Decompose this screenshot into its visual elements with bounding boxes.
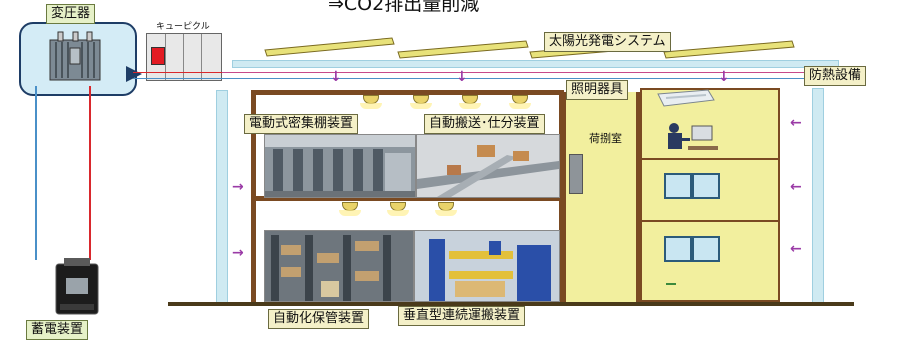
loading-room-divider [636,92,640,302]
office-window-4 [692,236,720,262]
heat-arrow-down-1: ↓ [330,69,342,85]
office-green-marker [666,283,676,285]
heat-arrow-left-3: ← [790,241,802,257]
light-fixture-6 [387,202,409,216]
office-window-2 [692,173,720,199]
light-fixture-4 [509,95,531,109]
light-fixture-3 [459,95,481,109]
auto-storage-photo [264,230,414,302]
loading-room-door [569,154,583,194]
auto-storage-label: 自動化保管装置 [268,309,370,329]
loading-room [564,92,636,302]
storage-battery-icon [52,256,102,318]
power-line-magenta-horizontal [222,72,812,73]
heat-arrow-left-1: ← [790,115,802,131]
auto-conveying-photo [416,134,560,198]
roof-insulation-panel [232,60,839,68]
light-fixture-5 [339,202,361,216]
power-line-red-horizontal [133,72,245,73]
dense-shelving-photo [264,134,416,198]
vertical-conveyor-label: 垂直型連続運搬装置 [398,306,526,326]
left-insulation-pillar [216,90,228,304]
dense-shelving-label: 電動式密集棚装置 [244,114,359,134]
auto-conveying-label: 自動搬送･仕分装置 [424,114,545,134]
office-window-3 [664,236,692,262]
cubicle-label: キューピクル [156,22,210,32]
office-floor-line-2 [642,220,778,222]
light-fixture-1 [360,95,382,109]
heat-arrow-left-2: ← [790,179,802,195]
office-floor-line-1 [642,158,778,160]
loading-room-label: 荷捌室 [589,132,622,145]
heat-arrow-right-1: → [232,179,244,195]
storage-battery-label: 蓄電装置 [26,320,89,340]
office-window-1 [664,173,692,199]
heat-arrow-right-2: → [232,245,244,261]
light-fixture-2 [410,95,432,109]
ceiling-light-icon [656,88,716,108]
lighting-label: 照明器具 [566,80,629,100]
power-line-blue-horizontal [133,78,823,79]
heat-arrow-down-3: ↓ [718,69,730,85]
solar-system-label: 太陽光発電システム [544,32,671,52]
heat-arrow-down-2: ↓ [456,69,468,85]
light-fixture-7 [435,202,457,216]
transformer-label: 変圧器 [46,4,96,24]
vertical-conveyor-photo [414,230,560,302]
solar-panels [0,0,899,80]
warehouse-floor-divider [256,196,564,201]
ground-line [168,302,854,306]
cubicle-cabinet [146,33,222,81]
page-title: ⇒CO2排出量削減 [328,0,480,15]
right-insulation-pillar [812,88,824,304]
office-worker-icon [658,120,718,160]
power-line-red [89,86,91,260]
power-line-blue [35,86,37,260]
cubicle-breaker-icon [151,47,165,65]
heat-insulation-label: 防熱設備 [804,66,867,86]
transformer-icon [44,30,106,84]
